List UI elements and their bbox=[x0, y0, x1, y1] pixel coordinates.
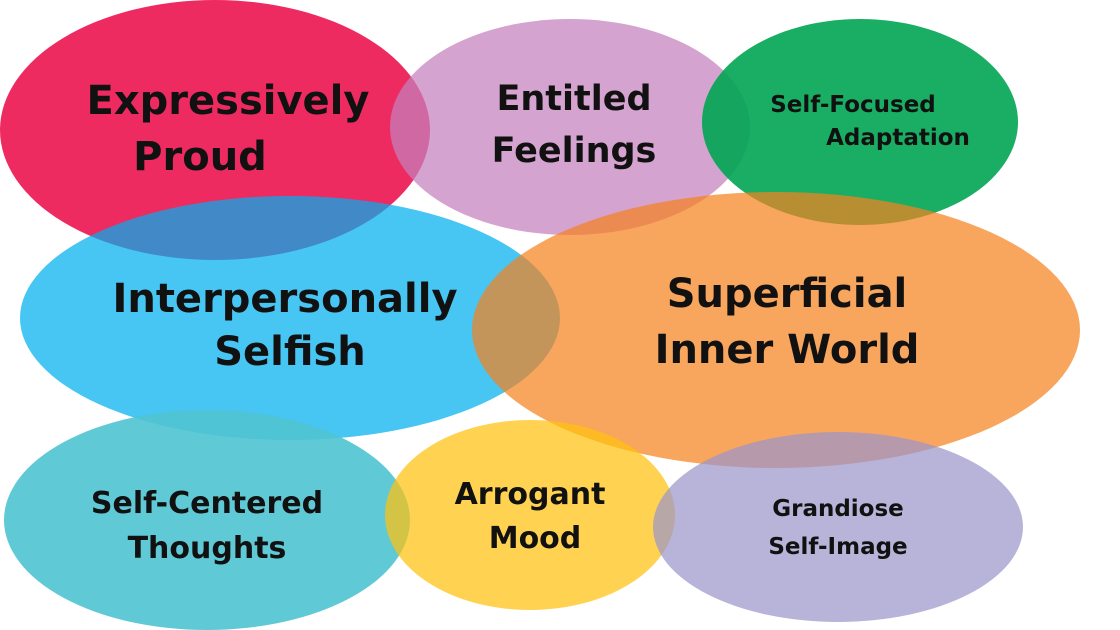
trait-grandiose-self-image-line-2: Self-Image bbox=[768, 534, 907, 560]
trait-self-centered-thoughts-ellipse bbox=[4, 410, 410, 630]
trait-arrogant-mood-ellipse bbox=[385, 420, 675, 610]
trait-grandiose-self-image-line-1: Grandiose bbox=[772, 496, 904, 522]
trait-entitled-feelings-ellipse bbox=[390, 19, 750, 235]
trait-interpersonally-selfish-line-2: Selfish bbox=[214, 329, 366, 375]
trait-entitled-feelings-line-1: Entitled bbox=[496, 79, 651, 119]
trait-grandiose-self-image-ellipse bbox=[653, 432, 1023, 622]
trait-superficial-inner-world: Superficial Inner World bbox=[472, 192, 1080, 468]
trait-interpersonally-selfish: Interpersonally Selfish bbox=[20, 196, 560, 440]
trait-expressively-proud-line-1: Expressively bbox=[87, 78, 370, 124]
trait-expressively-proud-ellipse bbox=[0, 0, 430, 260]
trait-expressively-proud: Expressively Proud bbox=[0, 0, 430, 260]
trait-interpersonally-selfish-line-1: Interpersonally bbox=[112, 276, 457, 322]
trait-self-focused-adaptation-line-1: Self-Focused bbox=[770, 92, 936, 118]
trait-arrogant-mood-line-2: Mood bbox=[489, 521, 582, 556]
trait-arrogant-mood: Arrogant Mood bbox=[385, 420, 675, 610]
trait-self-focused-adaptation: Self-Focused Adaptation bbox=[702, 19, 1018, 225]
trait-entitled-feelings-line-2: Feelings bbox=[492, 131, 657, 171]
trait-superficial-inner-world-ellipse bbox=[472, 192, 1080, 468]
trait-self-centered-thoughts-line-1: Self-Centered bbox=[91, 486, 323, 521]
trait-self-centered-thoughts: Self-Centered Thoughts bbox=[4, 410, 410, 630]
trait-self-focused-adaptation-ellipse bbox=[702, 19, 1018, 225]
trait-superficial-inner-world-line-2: Inner World bbox=[655, 327, 920, 373]
trait-interpersonally-selfish-ellipse bbox=[20, 196, 560, 440]
trait-entitled-feelings: Entitled Feelings bbox=[390, 19, 750, 235]
trait-superficial-inner-world-line-1: Superficial bbox=[667, 271, 908, 317]
trait-self-centered-thoughts-line-2: Thoughts bbox=[128, 531, 287, 566]
trait-expressively-proud-line-2: Proud bbox=[133, 134, 267, 180]
trait-grandiose-self-image: Grandiose Self-Image bbox=[653, 432, 1023, 622]
trait-arrogant-mood-line-1: Arrogant bbox=[455, 477, 606, 512]
trait-self-focused-adaptation-line-2: Adaptation bbox=[826, 125, 970, 151]
